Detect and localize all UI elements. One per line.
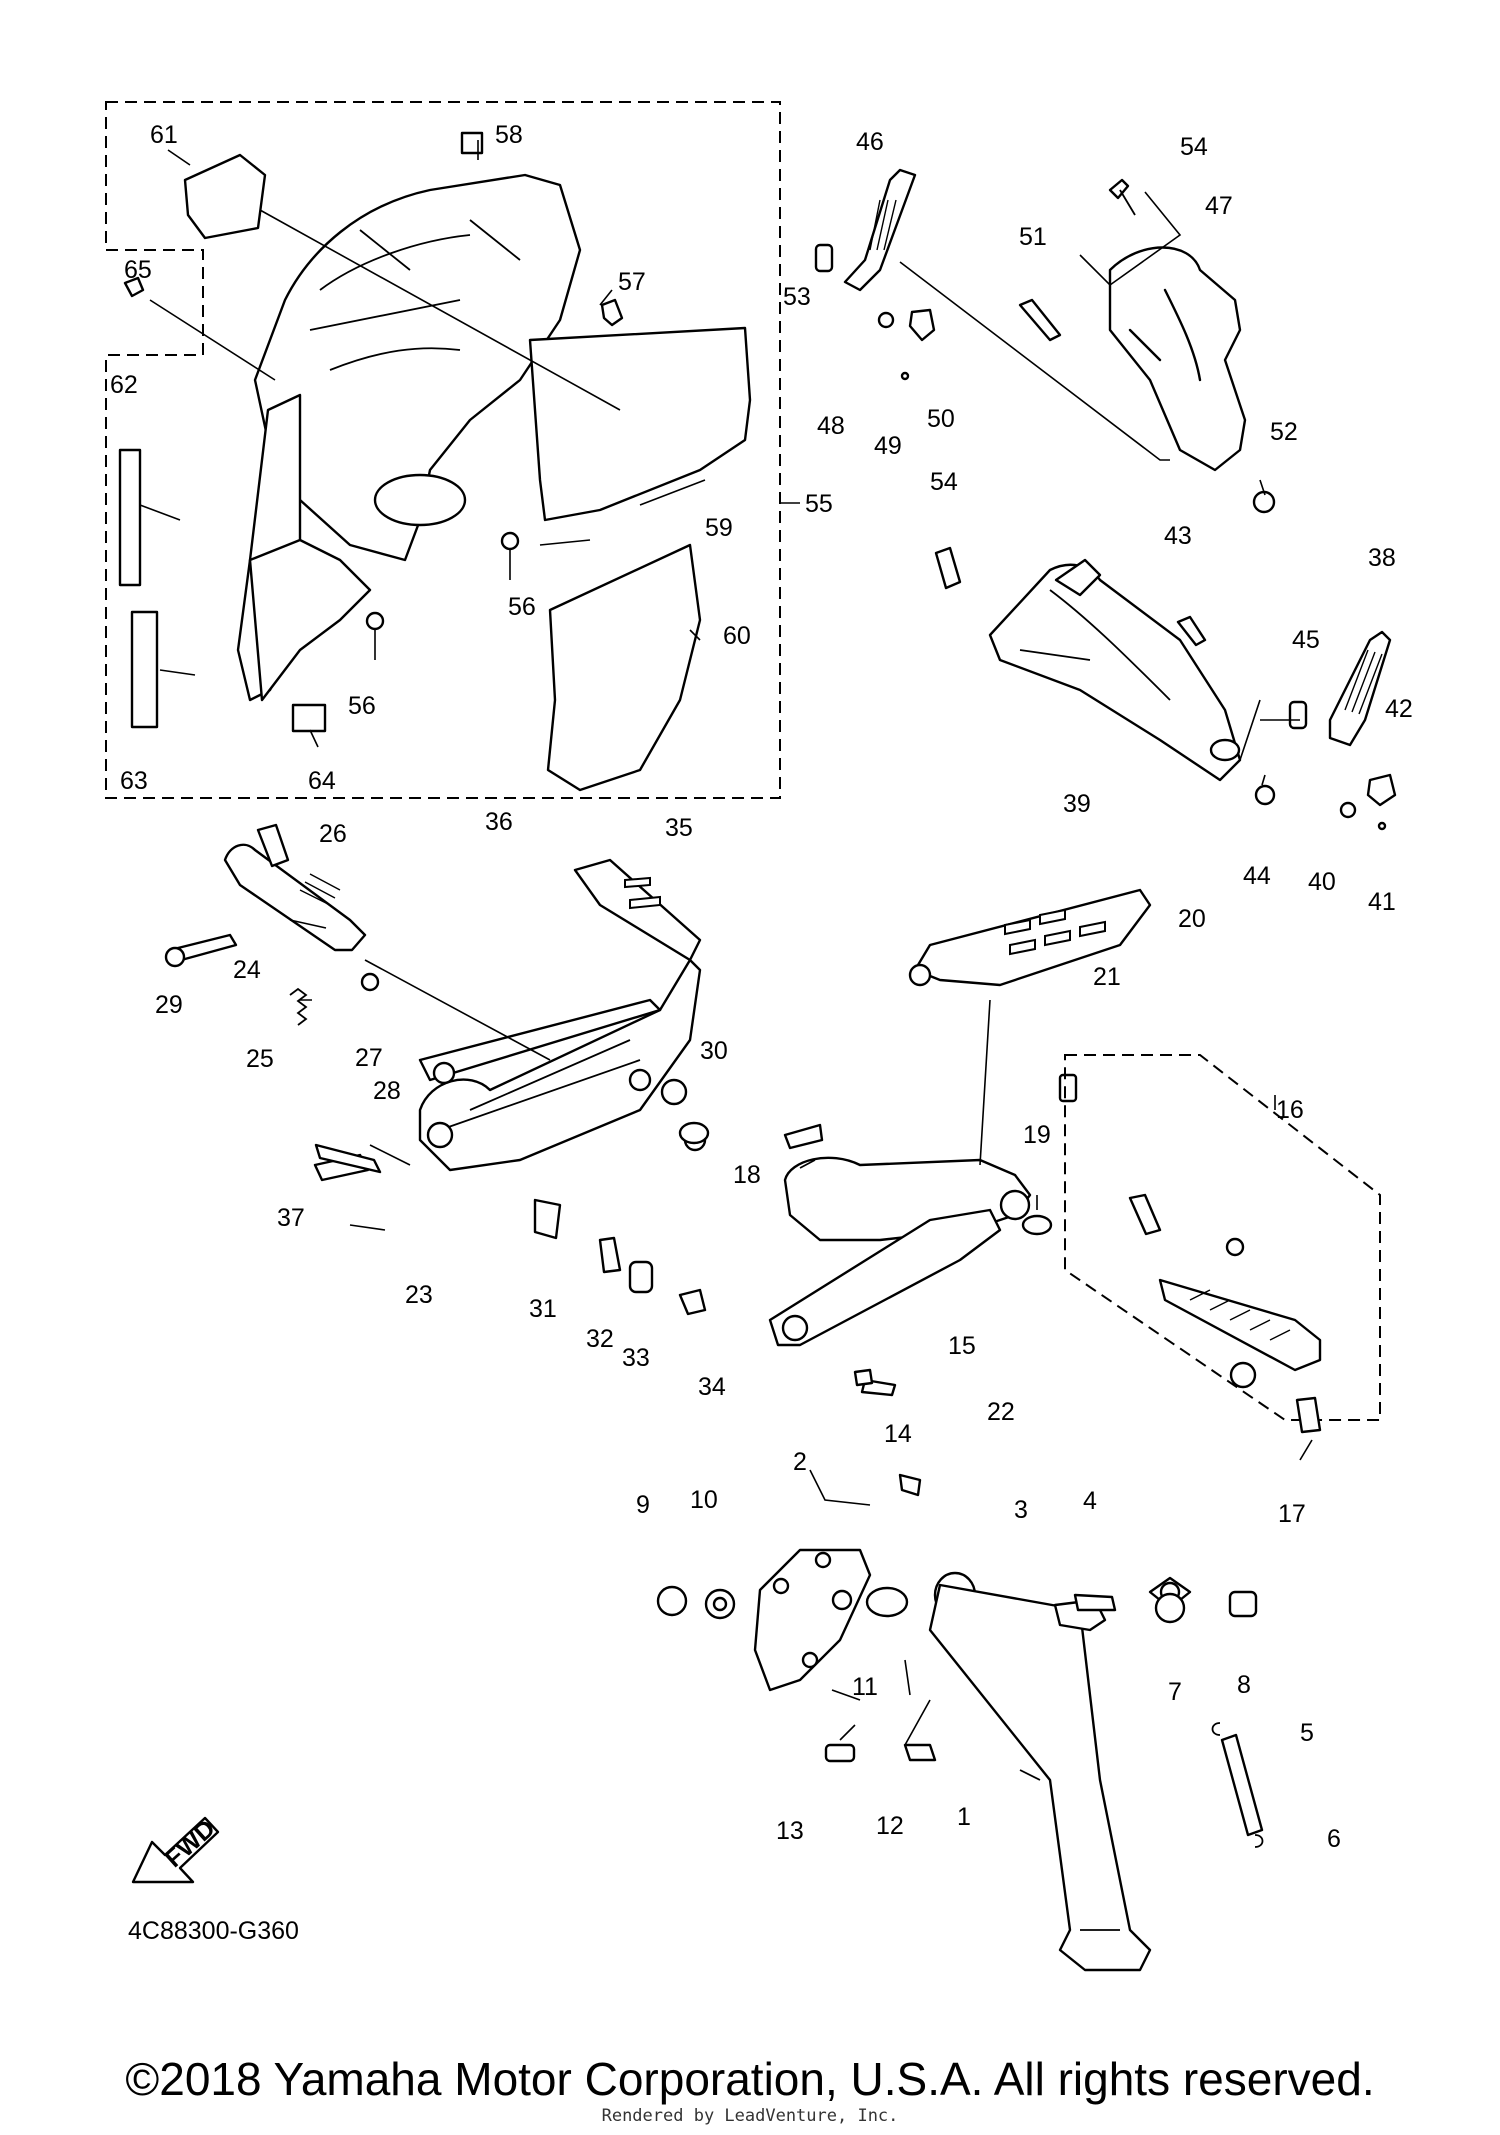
callout-30: 30 xyxy=(700,1037,728,1065)
callout-14: 14 xyxy=(884,1420,912,1448)
callout-62: 62 xyxy=(110,371,138,399)
callout-33: 33 xyxy=(622,1344,650,1372)
rear-footrest-bracket xyxy=(814,168,1276,514)
callout-1: 1 xyxy=(957,1803,971,1831)
callout-49: 49 xyxy=(874,432,902,460)
callout-55: 55 xyxy=(805,490,833,518)
callout-43: 43 xyxy=(1164,522,1192,550)
callout-36: 36 xyxy=(485,808,513,836)
callout-8: 8 xyxy=(1237,1671,1251,1699)
callout-63: 63 xyxy=(120,767,148,795)
diagram-code: 4C88300-G360 xyxy=(128,1917,299,1945)
callout-21: 21 xyxy=(1093,963,1121,991)
right-rear-bracket xyxy=(934,546,1397,831)
callout-7: 7 xyxy=(1168,1678,1182,1706)
callout-56b: 56 xyxy=(348,692,376,720)
callout-2: 2 xyxy=(793,1448,807,1476)
callout-45: 45 xyxy=(1292,626,1320,654)
callout-34: 34 xyxy=(698,1373,726,1401)
callout-61: 61 xyxy=(150,121,178,149)
callout-28: 28 xyxy=(373,1077,401,1105)
callout-13: 13 xyxy=(776,1817,804,1845)
callout-5: 5 xyxy=(1300,1719,1314,1747)
callout-37: 37 xyxy=(277,1204,305,1232)
footrest-kit-group xyxy=(1064,1054,1381,1461)
callout-54a: 54 xyxy=(1180,133,1208,161)
callout-59: 59 xyxy=(705,514,733,542)
callout-labels: 1 2 3 4 5 6 7 8 9 10 11 12 13 14 15 16 1… xyxy=(110,121,1413,1853)
callout-53: 53 xyxy=(783,283,811,311)
copyright-notice: ©2018 Yamaha Motor Corporation, U.S.A. A… xyxy=(125,2053,1375,2105)
callout-27: 27 xyxy=(355,1044,383,1072)
callout-23: 23 xyxy=(405,1281,433,1309)
callout-46: 46 xyxy=(856,128,884,156)
callout-41: 41 xyxy=(1368,888,1396,916)
callout-56a: 56 xyxy=(508,593,536,621)
callout-22: 22 xyxy=(987,1398,1015,1426)
callout-38: 38 xyxy=(1368,544,1396,572)
callout-15: 15 xyxy=(948,1332,976,1360)
callout-52: 52 xyxy=(1270,418,1298,446)
callout-64: 64 xyxy=(308,767,336,795)
callout-48: 48 xyxy=(817,412,845,440)
callout-18: 18 xyxy=(733,1161,761,1189)
rendered-by-credit: Rendered by LeadVenture, Inc. xyxy=(601,2106,899,2126)
callout-50: 50 xyxy=(927,405,955,433)
right-footrest-assembly xyxy=(768,888,1152,1397)
callout-31: 31 xyxy=(529,1295,557,1323)
callout-16: 16 xyxy=(1276,1096,1304,1124)
callout-60: 60 xyxy=(723,622,751,650)
callout-24: 24 xyxy=(233,956,261,984)
callout-25: 25 xyxy=(246,1045,274,1073)
callout-9: 9 xyxy=(636,1491,650,1519)
callout-19: 19 xyxy=(1023,1121,1051,1149)
fwd-arrow-icon: FWD xyxy=(131,1814,221,1884)
callout-11: 11 xyxy=(852,1673,878,1701)
callout-40: 40 xyxy=(1308,868,1336,896)
cowling-group xyxy=(105,101,800,799)
callout-20: 20 xyxy=(1178,905,1206,933)
callout-3: 3 xyxy=(1014,1496,1028,1524)
callout-32: 32 xyxy=(586,1325,614,1353)
callout-12: 12 xyxy=(876,1812,904,1840)
callout-51: 51 xyxy=(1019,223,1047,251)
callout-10: 10 xyxy=(690,1486,718,1514)
callout-54b: 54 xyxy=(930,468,958,496)
callout-39: 39 xyxy=(1063,790,1091,818)
callout-6: 6 xyxy=(1327,1825,1341,1853)
callout-57: 57 xyxy=(618,268,646,296)
callout-4: 4 xyxy=(1083,1487,1097,1515)
callout-42: 42 xyxy=(1385,695,1413,723)
side-stand-assembly xyxy=(656,1469,1264,1972)
callout-65: 65 xyxy=(124,256,152,284)
callout-29: 29 xyxy=(155,991,183,1019)
left-footrest-assembly xyxy=(164,823,710,1316)
callout-58: 58 xyxy=(495,121,523,149)
callout-17: 17 xyxy=(1278,1500,1306,1528)
callout-35: 35 xyxy=(665,814,693,842)
callout-26: 26 xyxy=(319,820,347,848)
callout-47: 47 xyxy=(1205,192,1233,220)
callout-44: 44 xyxy=(1243,862,1271,890)
